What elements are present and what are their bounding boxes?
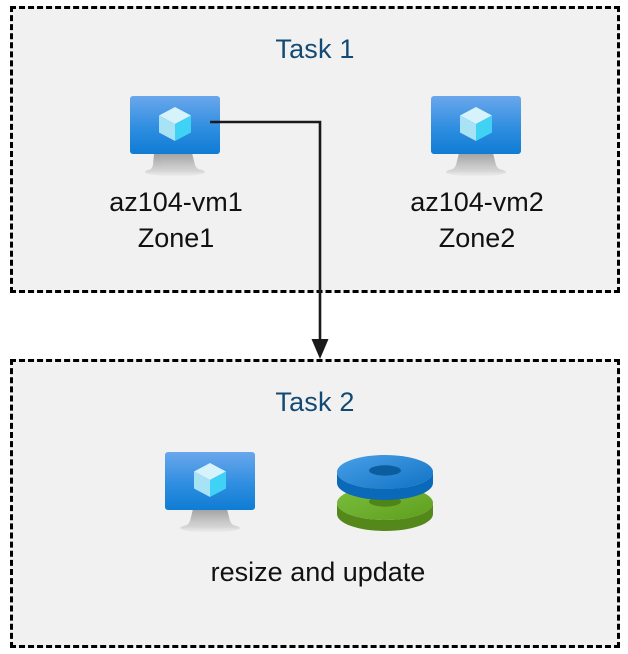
virtual-machine-icon bbox=[158, 447, 262, 533]
vm-1-label: az104-vm1 Zone1 bbox=[109, 187, 243, 253]
resize-and-update-label: resize and update bbox=[210, 557, 426, 587]
task-1-container: Task 1 bbox=[10, 6, 620, 293]
task-2-title: Task 2 bbox=[275, 387, 355, 417]
managed-disks-icon bbox=[333, 446, 437, 536]
task-1-title: Task 1 bbox=[275, 34, 355, 64]
task-2-container: Task 2 bbox=[10, 359, 620, 648]
virtual-machine-icon bbox=[424, 91, 528, 177]
virtual-machine-icon bbox=[123, 91, 227, 177]
vm-2-label: az104-vm2 Zone2 bbox=[410, 187, 544, 253]
